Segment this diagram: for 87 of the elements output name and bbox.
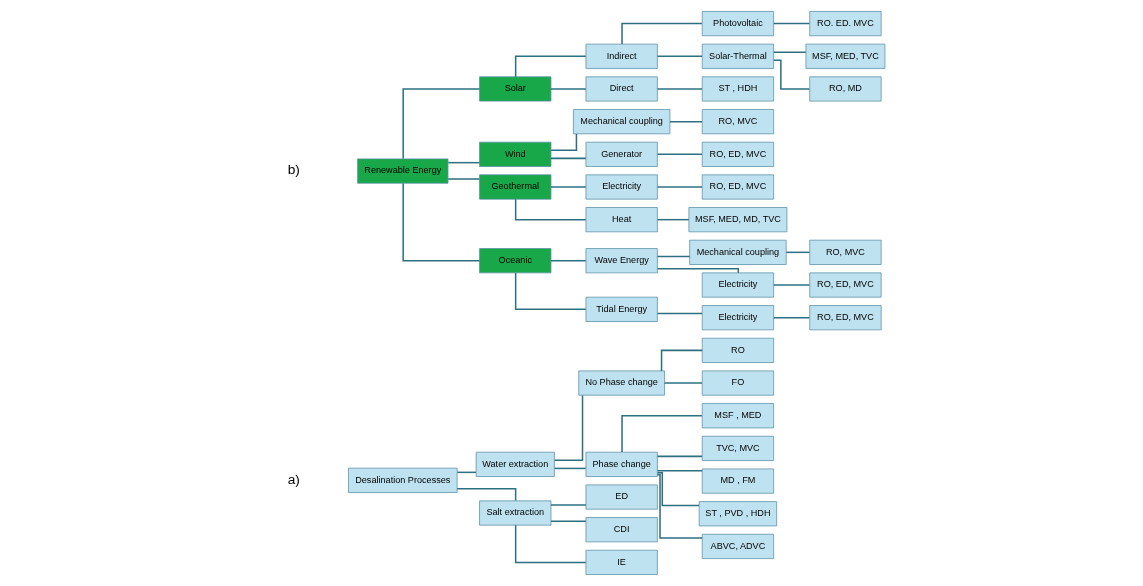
connector xyxy=(550,186,587,188)
node-box: Mechanical coupling xyxy=(573,109,671,135)
connector xyxy=(514,524,587,564)
connector xyxy=(772,22,811,25)
connector xyxy=(514,272,587,311)
connector xyxy=(402,88,481,160)
connector xyxy=(656,218,690,221)
connector xyxy=(656,470,703,472)
connector xyxy=(660,349,703,372)
node-box: RO, ED, MVC xyxy=(701,174,774,200)
node-box: RO, ED, MVC xyxy=(809,272,882,298)
node-box: ST , PVD , HDH xyxy=(698,501,778,527)
connector xyxy=(402,182,481,262)
node-box: Electricity xyxy=(701,305,774,331)
connector xyxy=(656,255,691,258)
connector xyxy=(621,414,703,453)
node-box: Electricity xyxy=(585,174,658,200)
connector xyxy=(656,88,703,90)
connector xyxy=(656,153,703,156)
node-box: RO xyxy=(701,337,774,363)
connector xyxy=(669,120,703,123)
connector xyxy=(550,88,587,90)
node-box: Tidal Energy xyxy=(585,296,658,322)
node-box: Mechanical coupling xyxy=(689,239,787,265)
node-box: RO, ED, MVC xyxy=(701,141,774,167)
node-box: Wind xyxy=(479,141,552,167)
connector xyxy=(550,504,587,506)
node-box: ST , HDH xyxy=(701,76,774,102)
connector xyxy=(553,394,584,462)
label: a) xyxy=(287,471,300,487)
node-box: Solar xyxy=(479,76,552,102)
connector xyxy=(656,55,703,58)
connector xyxy=(663,382,703,384)
connector xyxy=(656,455,703,458)
node-box: Generator xyxy=(585,141,658,167)
node-box: RO. ED. MVC xyxy=(809,11,882,37)
node-box: FO xyxy=(701,370,774,396)
node-box: Solar-Thermal xyxy=(701,43,774,69)
connector xyxy=(785,251,811,254)
node-box: Phase change xyxy=(585,451,658,477)
node-box: Geothermal xyxy=(479,174,552,200)
node-box: MD , FM xyxy=(701,468,774,494)
node-box: Photovoltaic xyxy=(701,11,774,37)
connector xyxy=(621,22,703,45)
connector xyxy=(772,316,811,319)
node-box: Heat xyxy=(585,207,658,233)
node-box: Electricity xyxy=(701,272,774,298)
node-box: No Phase change xyxy=(578,370,665,396)
node-box: Salt extraction xyxy=(479,500,552,526)
node-box: ED xyxy=(585,484,658,510)
node-box: TVC, MVC xyxy=(701,435,774,461)
node-box: Water extraction xyxy=(475,451,555,477)
node-box: MSF , MED xyxy=(701,403,774,429)
node-box: Oceanic xyxy=(479,248,552,274)
node-box: CDI xyxy=(585,517,658,543)
node-box: RO, ED, MVC xyxy=(809,305,882,331)
node-box: IE xyxy=(585,549,658,575)
connector xyxy=(550,133,578,152)
node-box: RO, MD xyxy=(809,76,882,102)
node-box: Renewable Energy xyxy=(357,158,449,184)
node-box: Desalination Processes xyxy=(348,467,458,493)
node-box: MSF, MED, MD, TVC xyxy=(688,207,788,233)
connector xyxy=(656,471,700,507)
label: b) xyxy=(287,162,300,178)
connector xyxy=(456,471,477,474)
node-box: ABVC, ADVC xyxy=(701,533,774,559)
node-box: Direct xyxy=(585,76,658,102)
connector xyxy=(447,161,481,164)
connector xyxy=(656,473,703,539)
connector xyxy=(456,487,517,502)
connector xyxy=(550,520,587,523)
node-box: Wave Energy xyxy=(585,248,658,274)
connector xyxy=(772,51,807,53)
connector xyxy=(772,284,811,286)
node-box: Indirect xyxy=(585,43,658,69)
connector xyxy=(447,178,481,180)
connector xyxy=(550,259,587,262)
node-box: MSF, MED, TVC xyxy=(805,43,886,69)
connector xyxy=(553,467,587,470)
connector xyxy=(773,59,811,90)
node-box: RO, MVC xyxy=(701,109,774,135)
connector xyxy=(514,198,587,221)
connector xyxy=(514,55,587,78)
node-box: RO, MVC xyxy=(809,239,882,265)
connector xyxy=(550,157,587,160)
connector xyxy=(656,186,703,188)
connector xyxy=(656,312,703,315)
